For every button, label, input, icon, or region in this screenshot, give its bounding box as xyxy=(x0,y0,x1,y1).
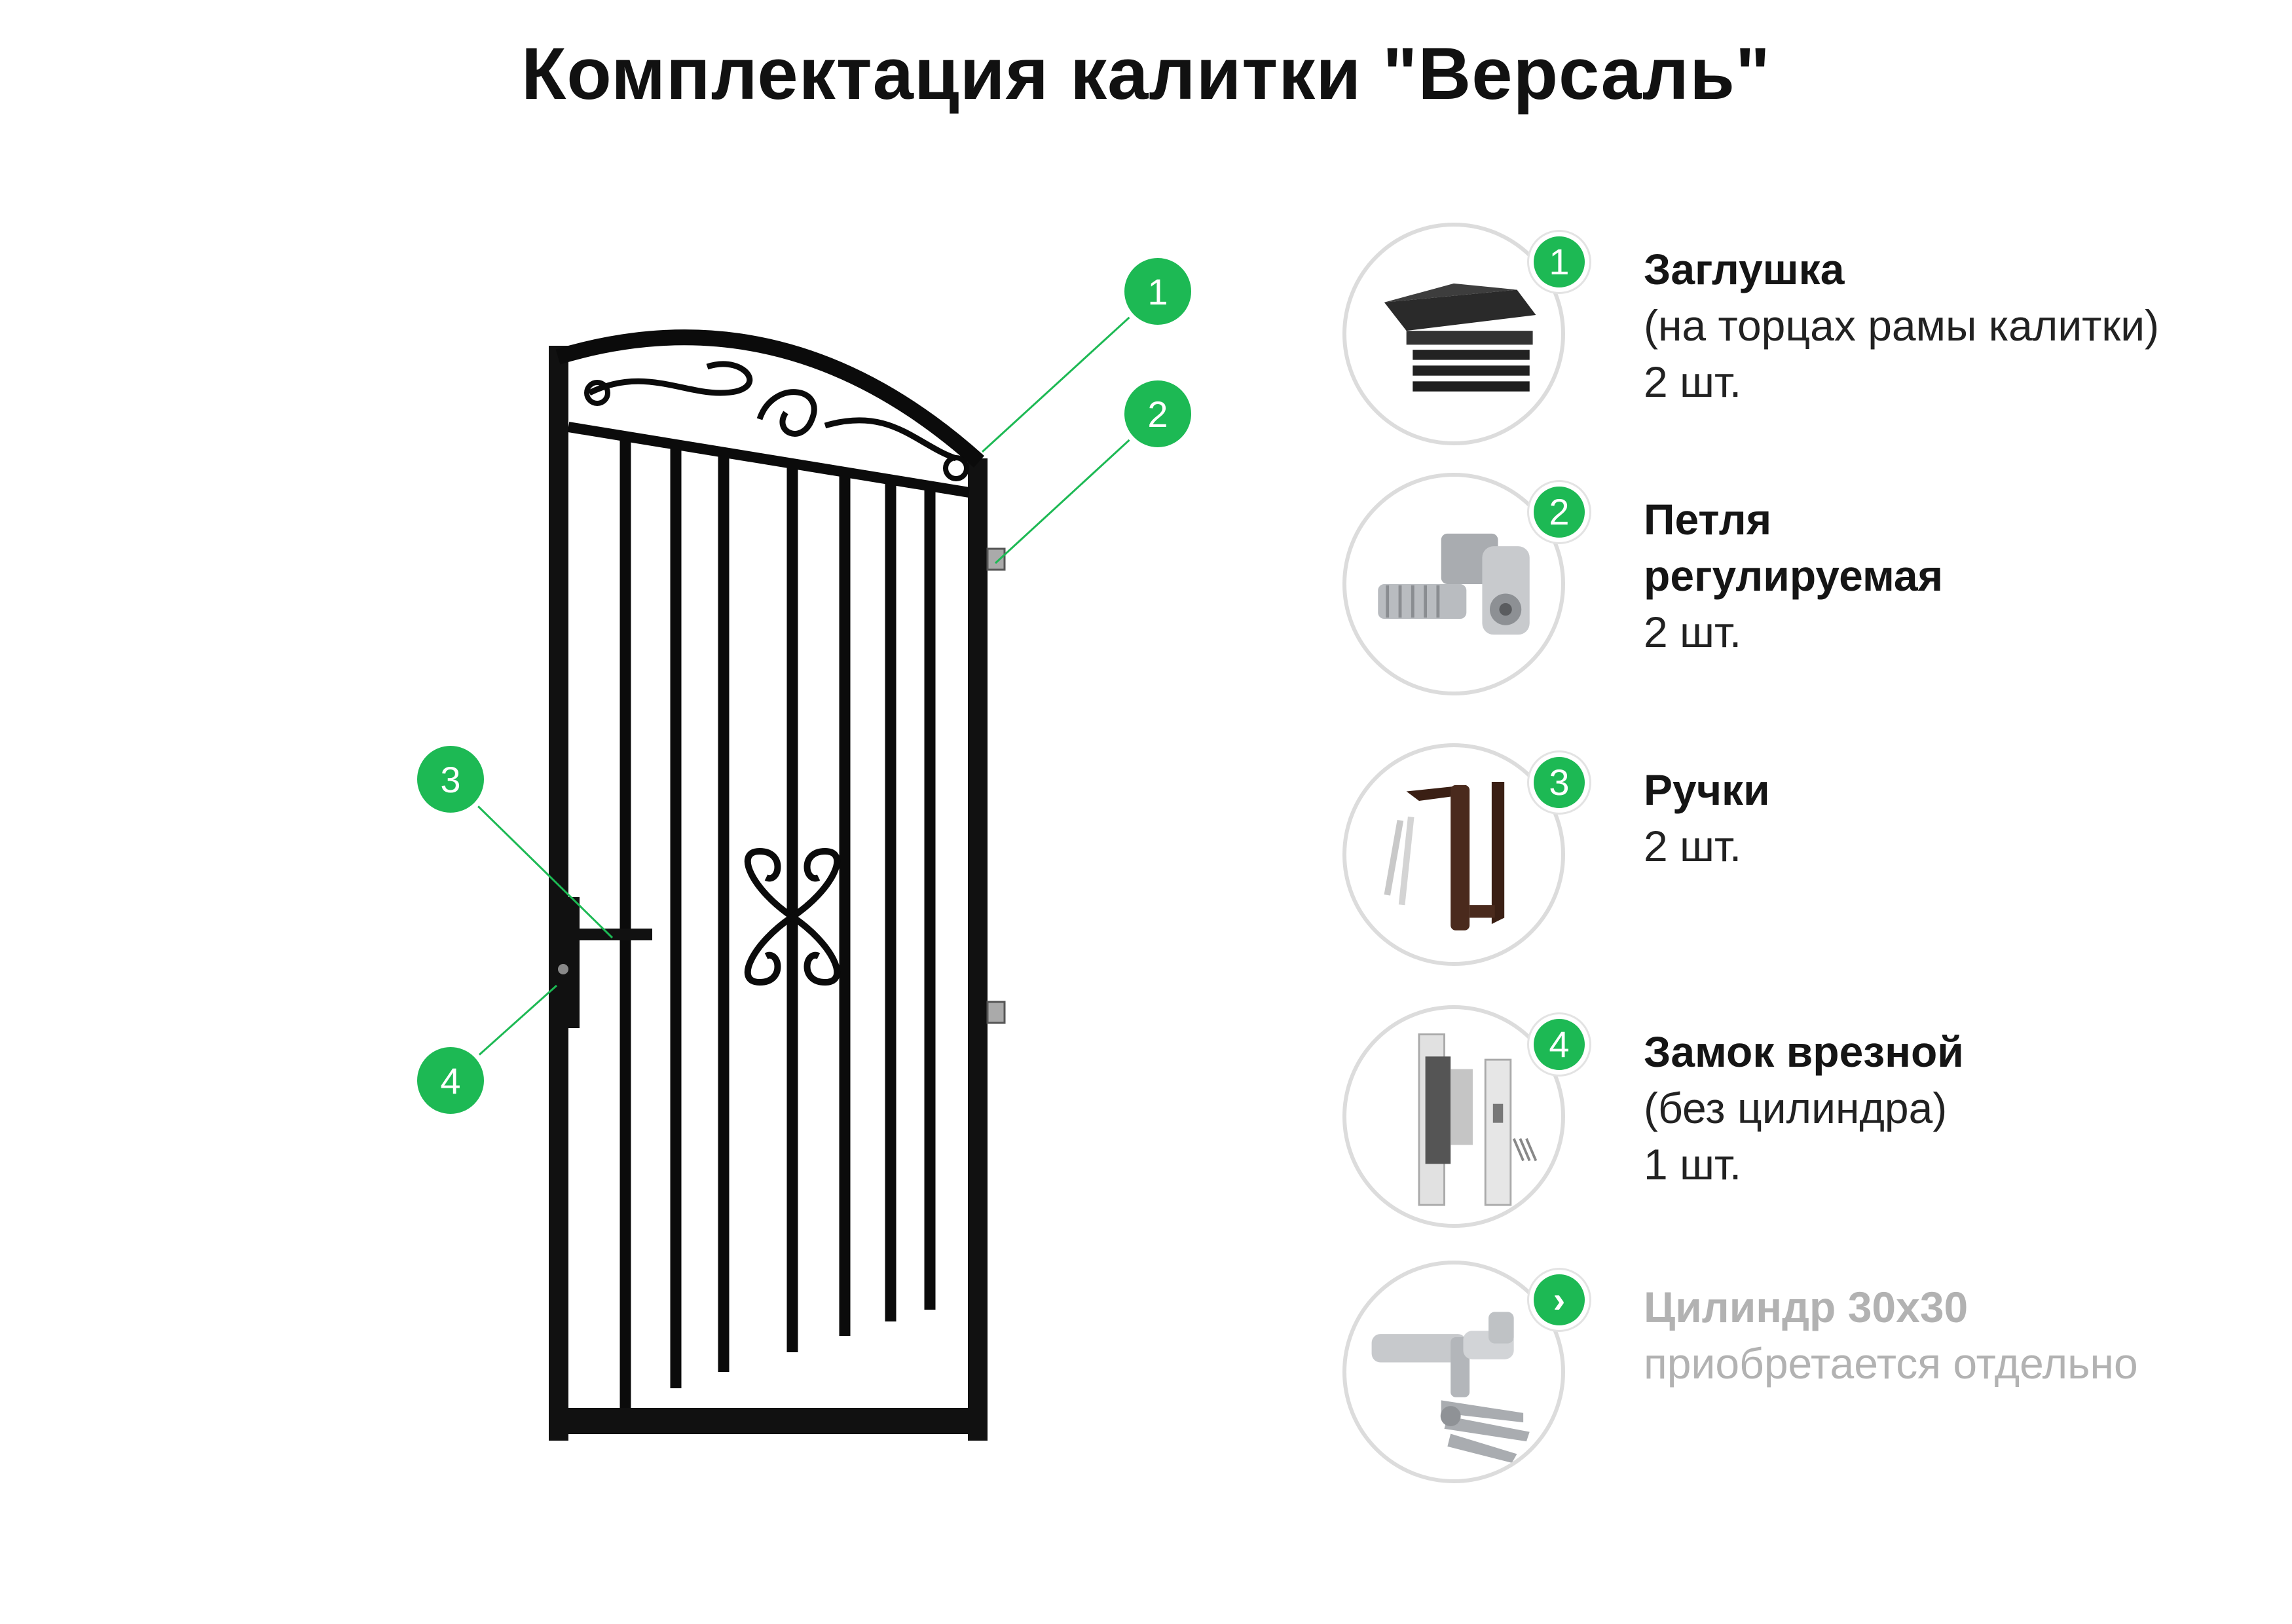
callout-3: 3 xyxy=(412,741,489,818)
callout-number: 1 xyxy=(1147,271,1168,312)
item-badge: 4 xyxy=(1529,1014,1589,1075)
callout-number: 4 xyxy=(440,1060,460,1101)
item-note: (на торцах рамы калитки) xyxy=(1644,301,2160,350)
item-name-line2: регулируемая xyxy=(1644,551,1944,600)
callout-number: 3 xyxy=(440,759,460,800)
callout-number: 2 xyxy=(1147,394,1168,435)
item-hinge: 2 Петля регулируемая 2 шт. xyxy=(1342,473,2259,709)
callout-2: 2 xyxy=(1119,375,1196,452)
callout-4: 4 xyxy=(412,1042,489,1119)
callout-1: 1 xyxy=(1119,253,1196,330)
hinge-icon xyxy=(1342,473,1565,695)
item-end-cap: 1 Заглушка (на торцах рамы калитки) 2 шт… xyxy=(1342,223,2259,458)
gate-frame xyxy=(549,329,1006,1441)
item-qty: 2 шт. xyxy=(1644,822,1742,870)
item-badge: 1 xyxy=(1529,232,1589,292)
item-note: приобретается отдельно xyxy=(1644,1339,2138,1388)
item-note: (без цилиндра) xyxy=(1644,1084,1948,1132)
item-mortise-lock: 4 Замок врезной (без цилиндра) 1 шт. xyxy=(1342,1005,2259,1241)
item-name: Ручки xyxy=(1644,766,1770,814)
item-handles: 3 Ручки 2 шт. xyxy=(1342,743,2259,979)
handles-icon xyxy=(1342,743,1565,966)
item-qty: 2 шт. xyxy=(1644,608,1742,656)
item-badge: 2 xyxy=(1529,482,1589,542)
item-qty: 2 шт. xyxy=(1644,358,1742,406)
item-name: Замок врезной xyxy=(1644,1027,1964,1076)
item-qty: 1 шт. xyxy=(1644,1140,1742,1189)
lock-cylinder-icon xyxy=(1342,1261,1565,1483)
item-name: Заглушка xyxy=(1644,245,1845,293)
item-badge: 3 xyxy=(1529,752,1589,813)
mortise-lock-icon xyxy=(1342,1005,1565,1228)
end-cap-icon xyxy=(1342,223,1565,445)
item-lock-cylinder: › Цилиндр 30х30 приобретается отдельно xyxy=(1342,1261,2259,1496)
item-name-line1: Петля xyxy=(1644,495,1772,544)
chevron-right-icon: › xyxy=(1529,1270,1589,1330)
page-title: Комплектация калитки "Версаль" xyxy=(521,33,1771,115)
item-name: Цилиндр 30х30 xyxy=(1644,1283,1969,1331)
